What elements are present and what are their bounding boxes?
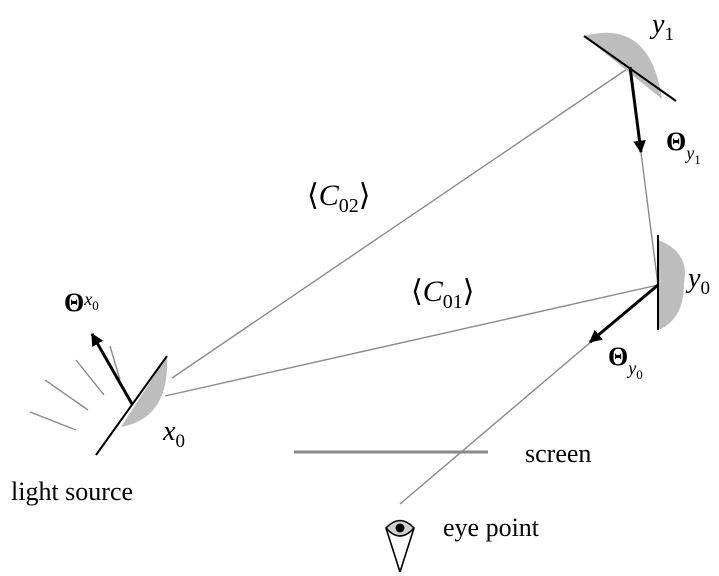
theta-x0-arrow [90, 332, 134, 405]
surface-y1 [583, 32, 677, 102]
label-c02: ⟨C02⟩ [307, 179, 370, 217]
label-screen: screen [525, 439, 591, 468]
label-y0: y0 [685, 263, 710, 299]
light-source-surface [95, 355, 168, 456]
theta-y0-arrow [589, 283, 659, 344]
path-c02-line [171, 66, 631, 379]
label-theta-x0: Θx0 [64, 288, 99, 317]
label-theta-y0: Θy0 [608, 342, 643, 382]
label-eye-point: eye point [443, 513, 540, 542]
eye-icon [384, 519, 416, 573]
label-theta-y1: Θy1 [666, 127, 701, 167]
label-y1: y1 [649, 9, 674, 45]
path-c01-line [164, 284, 659, 397]
label-light-source: light source [11, 477, 133, 506]
surface-y0 [657, 235, 685, 330]
label-c01: ⟨C01⟩ [411, 275, 474, 313]
label-x0: x0 [162, 416, 185, 452]
theta-y1-arrow [628, 66, 646, 154]
light-rays [29, 345, 121, 431]
